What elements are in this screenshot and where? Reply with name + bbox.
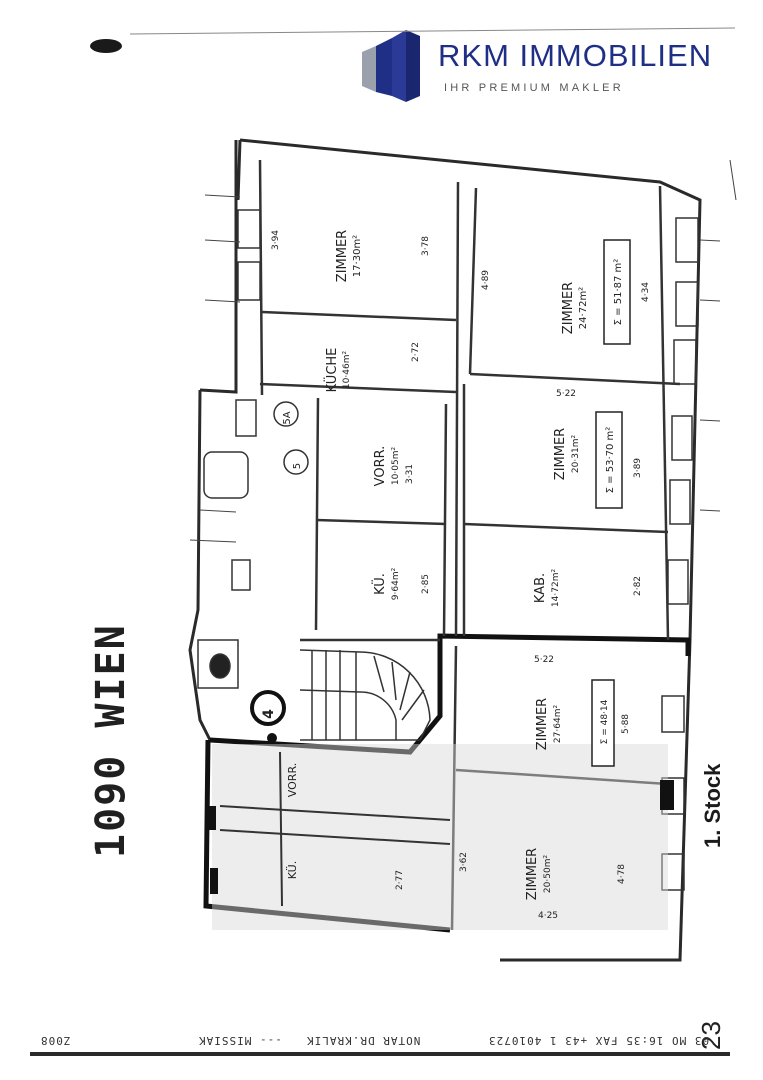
dimension-label: 4·34 (641, 282, 651, 302)
room-label: ZIMMER (525, 848, 540, 900)
room-area: 27·64m² (553, 705, 563, 744)
room-label: KÜCHE (323, 348, 340, 393)
room-label: KÜ. (371, 573, 388, 595)
scan-edge (30, 1052, 730, 1056)
room-label: KÜ. (286, 861, 299, 879)
dimension-label: 3·78 (421, 236, 431, 256)
area-total: Σ = 51·87 m² (613, 259, 624, 326)
fax-sender: NOTAR DR.KRALIK (306, 1034, 421, 1047)
room-label: ZIMMER (553, 428, 568, 480)
dimension-label: 3·89 (633, 458, 643, 478)
room-area: 20·50m² (543, 855, 553, 894)
room-label: ZIMMER (535, 698, 550, 750)
dimension-label: 3·31 (405, 464, 415, 484)
rkm-logo-icon (362, 30, 420, 102)
door-number: 5 (292, 463, 303, 469)
floor-label: 1. Stock (700, 763, 725, 848)
dimension-label: 2·85 (421, 574, 431, 594)
brand-tagline: IHR PREMIUM MAKLER (444, 82, 624, 94)
area-total: Σ = 53·70 m² (605, 427, 616, 494)
dimension-label: 4·89 (481, 270, 491, 290)
room-label: KAB. (533, 573, 548, 603)
room-area: 14·72m² (551, 569, 561, 608)
room-label: VORR. (286, 763, 299, 797)
room-area: 10·46m² (342, 351, 352, 390)
location-note: 1090 WIEN (88, 623, 134, 858)
fax-page-code: Z008 (40, 1034, 71, 1047)
room-area: 9·64m² (391, 567, 401, 600)
dimension-label: 2·72 (411, 342, 421, 362)
dimension-label: 5·88 (621, 714, 631, 734)
dimension-label: 3·94 (271, 230, 281, 250)
dimension-label: 4·78 (617, 864, 627, 884)
brand-name: RKM IMMOBILIEN (438, 38, 713, 73)
fax-header-line: '03 MO 16:35 FAX +43 1 4010723 (488, 1034, 717, 1047)
room-area: 24·72m² (578, 287, 589, 329)
room-area: 17·30m² (352, 235, 363, 277)
dimension-label: 5·22 (556, 389, 576, 399)
room-label: ZIMMER (561, 282, 576, 334)
dimension-label: 2·77 (395, 870, 405, 890)
door-number: 4 (261, 709, 277, 719)
dimension-label: 4·25 (538, 911, 558, 921)
brand-header: RKM IMMOBILIEN IHR PREMIUM MAKLER (360, 28, 760, 108)
room-label: ZIMMER (335, 230, 350, 282)
room-area: 10·05m² (391, 447, 401, 486)
fax-recipient: --- MISSIAK (198, 1034, 282, 1047)
dimension-label: 2·82 (633, 576, 643, 596)
room-area: 20·31m² (571, 435, 581, 474)
door-number: 5A (282, 411, 293, 424)
room-label: VORR. (373, 446, 388, 487)
dimension-label: 5·22 (534, 655, 554, 665)
dimension-label: 3·62 (459, 852, 469, 872)
area-total: Σ = 48·14 (600, 699, 610, 744)
